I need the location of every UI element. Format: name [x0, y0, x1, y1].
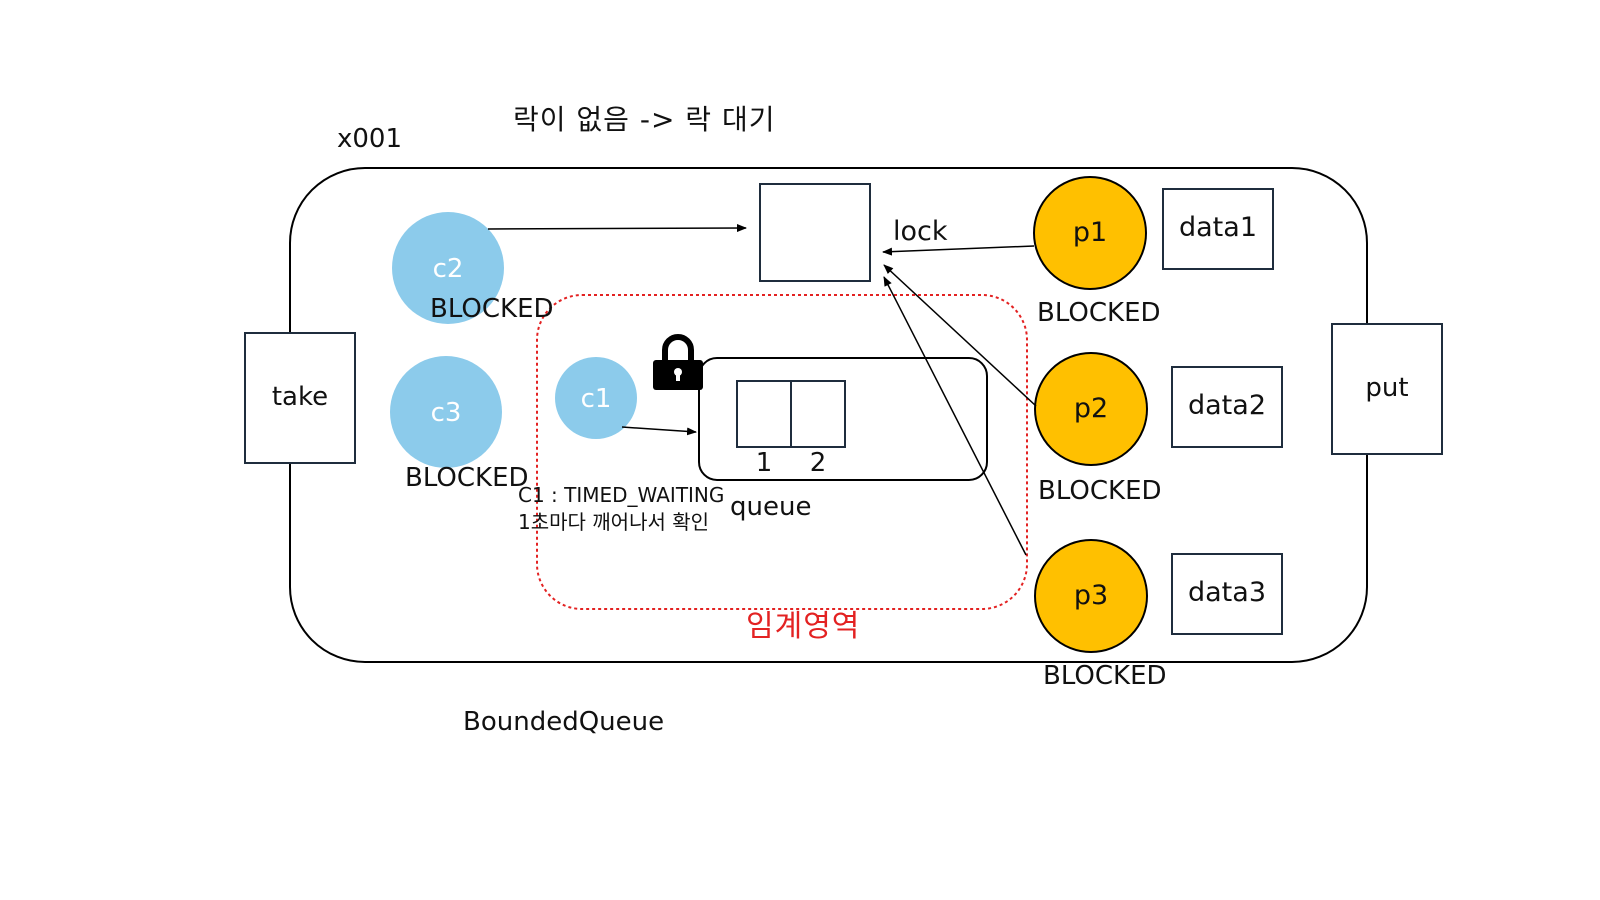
arrow-p1-to-lock [882, 245, 1035, 256]
queue-label: queue [730, 492, 812, 522]
data1-label: data1 [1179, 212, 1257, 243]
lock-label: lock [893, 216, 948, 247]
arrow-p2-to-lock [883, 264, 1037, 407]
data2-box [1171, 366, 1283, 448]
put-label: put [1365, 373, 1409, 403]
data3-label: data3 [1188, 577, 1266, 608]
take-label: take [271, 382, 329, 412]
consumer-c2-status: BLOCKED [430, 294, 554, 324]
producer-p3-status: BLOCKED [1043, 661, 1167, 691]
producer-p1-label: p1 [1072, 217, 1108, 248]
producer-p1-circle[interactable] [1033, 176, 1147, 290]
consumer-c2-label: c2 [432, 254, 464, 284]
producer-p2-status: BLOCKED [1038, 476, 1162, 506]
bounded-queue-label: BoundedQueue [463, 707, 665, 737]
critical-section-label: 임계영역 [746, 609, 861, 644]
producer-p2-circle[interactable] [1034, 352, 1148, 466]
lock-box [759, 183, 871, 282]
consumer-c3-label: c3 [430, 398, 462, 428]
put-box[interactable] [1331, 323, 1443, 455]
critical-section [536, 294, 1028, 610]
queue-slot-2 [790, 380, 846, 448]
consumer-c2-circle[interactable] [392, 212, 504, 324]
take-box[interactable] [244, 332, 356, 464]
consumer-c3-status: BLOCKED [405, 463, 529, 493]
consumer-c1-note: 1초마다 깨어나서 확인 [518, 510, 710, 534]
consumer-c1-label: c1 [580, 384, 612, 414]
page-title: 락이 없음 -> 락 대기 [513, 103, 776, 136]
producer-p3-circle[interactable] [1034, 539, 1148, 653]
queue-slot-1-label: 1 [755, 448, 773, 478]
object-ref-label: x001 [337, 124, 403, 154]
data3-box [1171, 553, 1283, 635]
producer-p3-label: p3 [1073, 580, 1109, 611]
data1-box [1162, 188, 1274, 270]
queue-slot-2-label: 2 [809, 448, 827, 478]
queue-slot-1 [736, 380, 792, 448]
arrow-c2-to-lock [487, 224, 747, 233]
consumer-c1-status: C1 : TIMED_WAITING [518, 483, 725, 507]
padlock-icon [653, 334, 703, 390]
producer-p2-label: p2 [1073, 393, 1109, 424]
data2-label: data2 [1188, 390, 1266, 421]
consumer-c1-circle[interactable] [555, 357, 637, 439]
consumer-c3-circle[interactable] [390, 356, 502, 468]
producer-p1-status: BLOCKED [1037, 298, 1161, 328]
arrow-p3-to-lock [883, 276, 1027, 556]
arrow-c1-to-queue [621, 426, 697, 436]
